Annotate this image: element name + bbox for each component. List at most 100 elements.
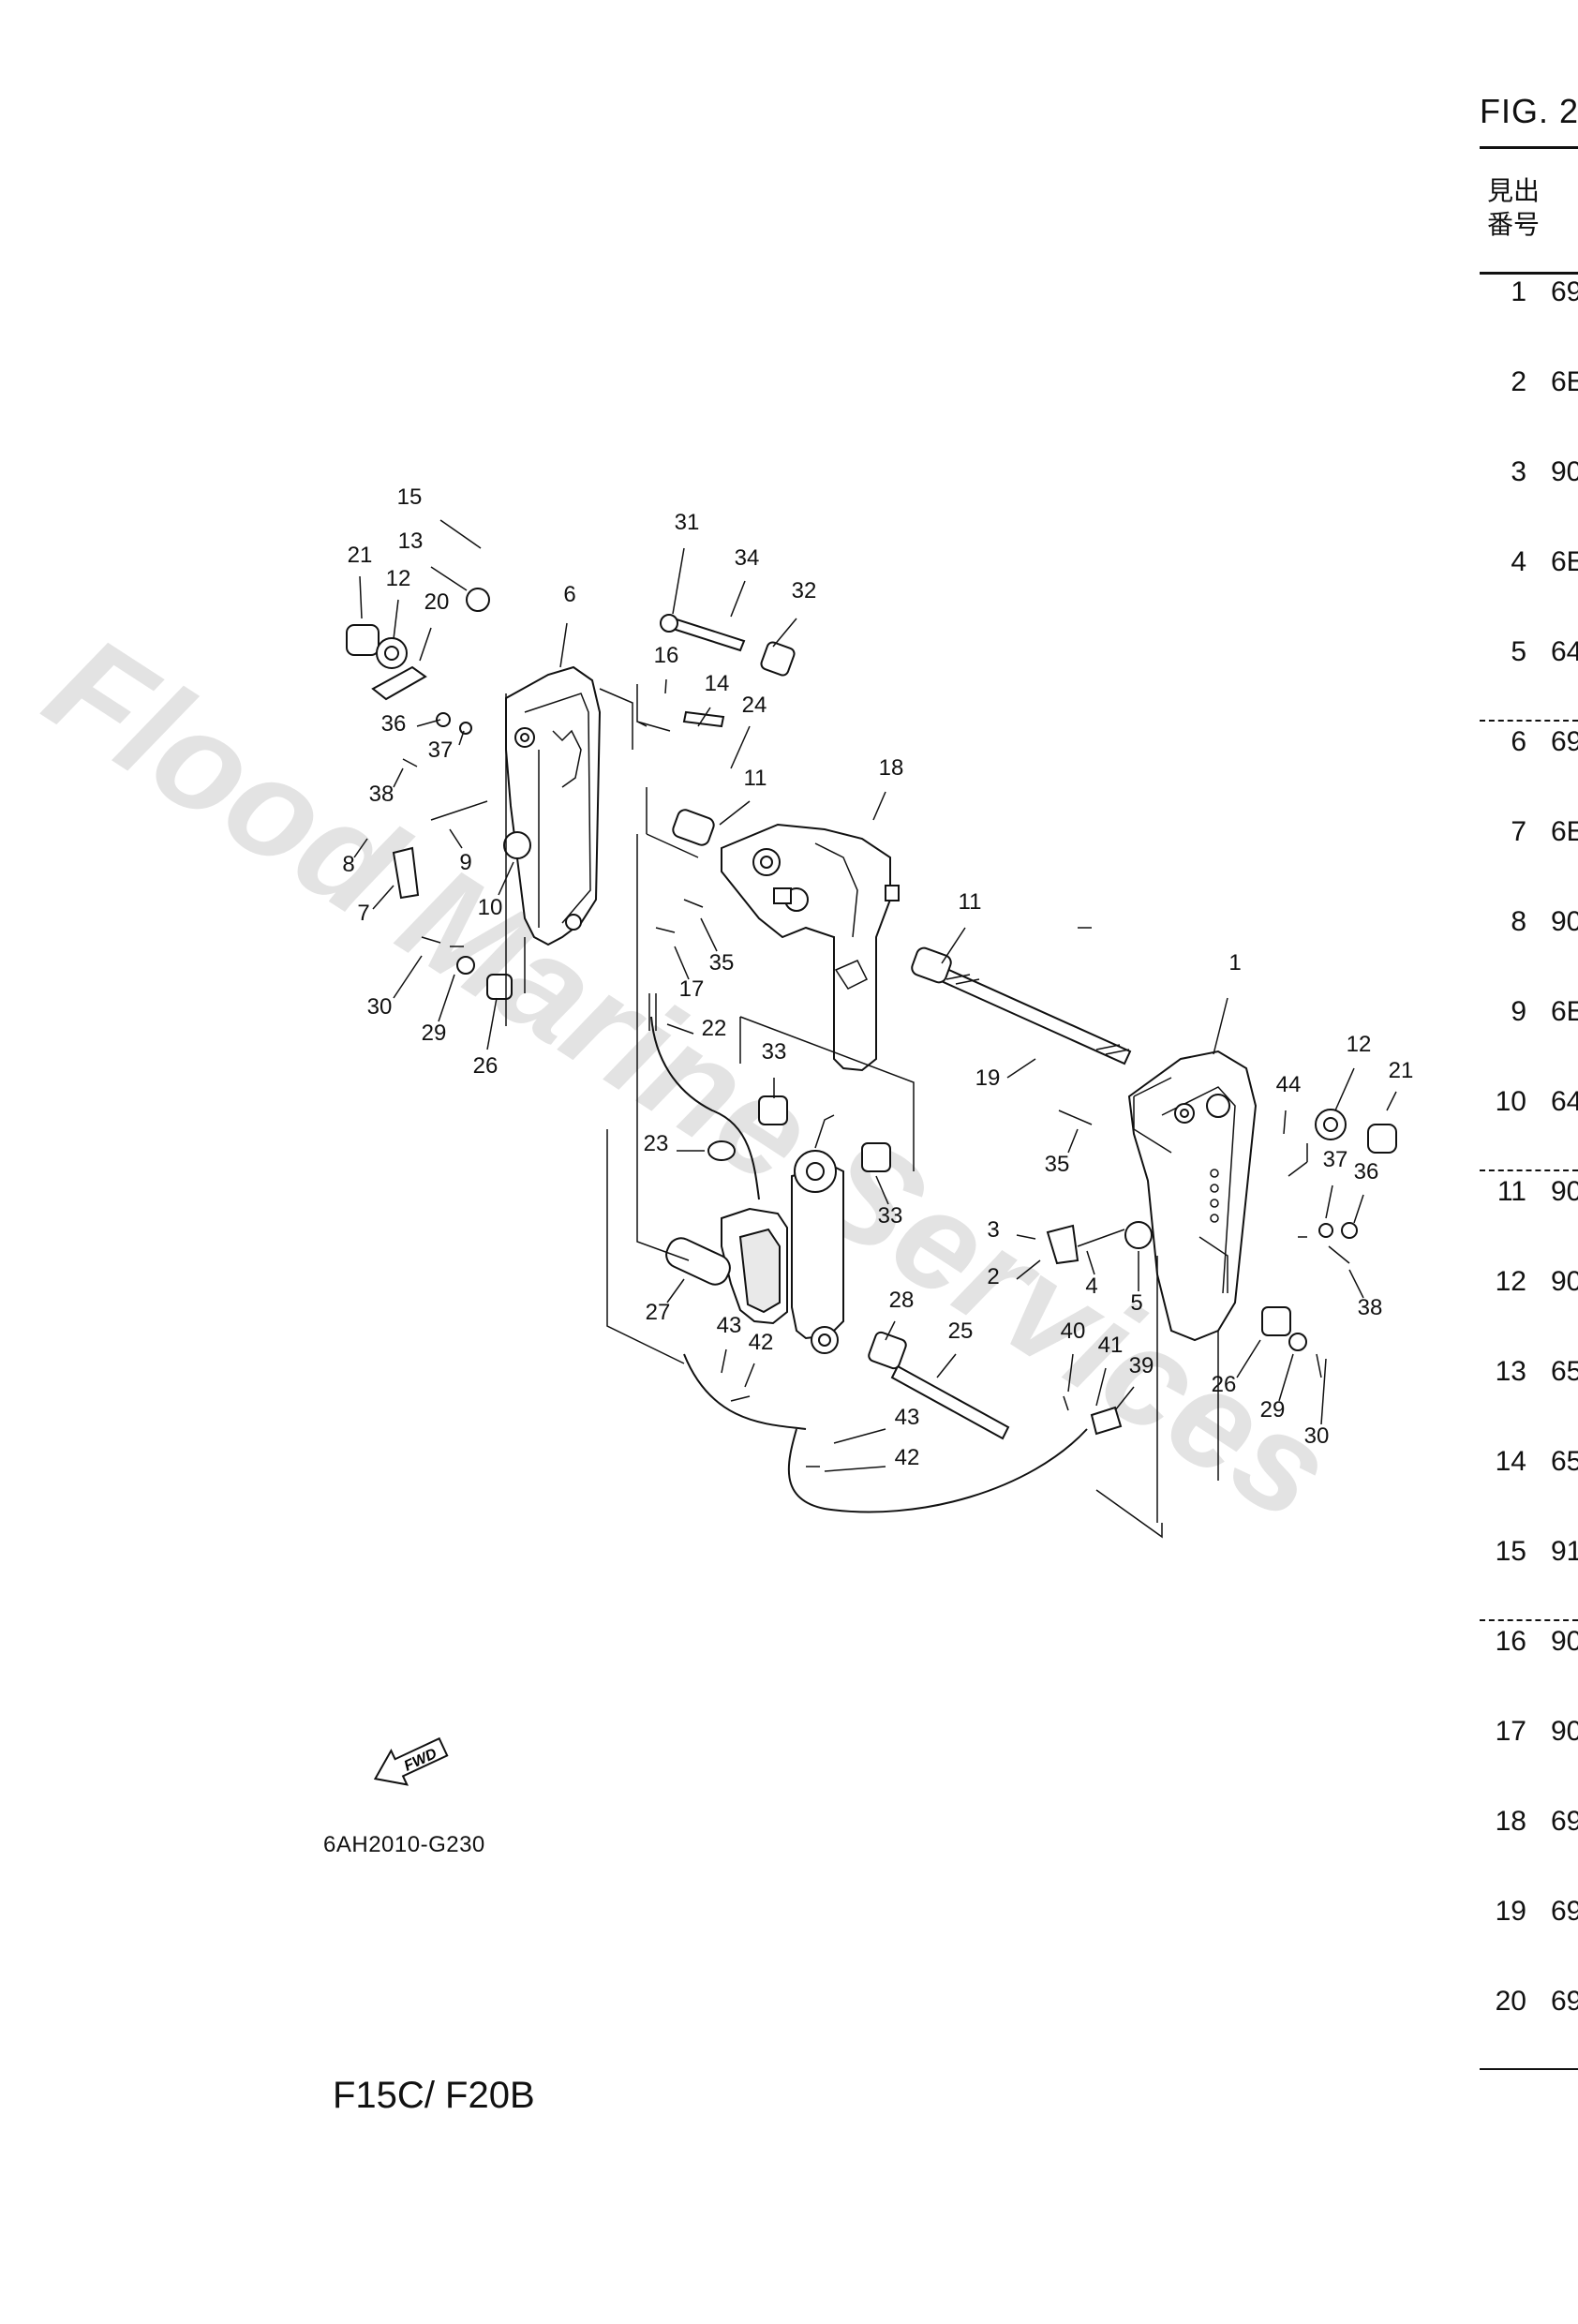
ref-number: 17 (1495, 1716, 1526, 1747)
callout: 35 (700, 917, 735, 976)
callout: 9 (449, 828, 472, 875)
leader-line (1114, 1386, 1135, 1411)
callout: 19 (975, 1058, 1036, 1091)
leader-line (666, 1278, 685, 1304)
callout: 12 (386, 566, 411, 640)
callout: 5 (1130, 1251, 1143, 1316)
callout: 3 (987, 1217, 1036, 1243)
ref-number: 3 (1511, 456, 1526, 487)
callout: 4 (1085, 1250, 1098, 1299)
callout: 15 (397, 484, 482, 549)
leader-line (1386, 1091, 1397, 1111)
leader-line (372, 885, 394, 910)
leader-line (697, 707, 711, 727)
leader-line (1348, 1269, 1364, 1299)
callout-number: 28 (889, 1288, 915, 1313)
model-name: F15C/ F20B (333, 2075, 535, 2116)
callout: 34 (730, 545, 759, 618)
callout-number: 36 (381, 711, 407, 737)
ref-number: 8 (1511, 906, 1526, 937)
header-ref-label-1: 見出 (1487, 176, 1541, 205)
callout: 20 (419, 589, 449, 662)
diagram-code: 6AH2010-G230 (323, 1832, 485, 1857)
bolt-main (668, 617, 746, 652)
wire-harness (650, 1016, 760, 1200)
callout: 18 (872, 755, 903, 821)
part-code: 90 (1551, 1626, 1578, 1657)
ref-number: 2 (1511, 366, 1526, 397)
leader-line (1320, 1358, 1327, 1425)
leader-line (393, 955, 423, 999)
callout: 30 (367, 955, 423, 1020)
callout-number: 11 (959, 889, 982, 915)
leader-line (872, 791, 886, 821)
callout: 39 (1114, 1353, 1154, 1411)
callout-number: 40 (1061, 1318, 1086, 1344)
part-code: 69 (1551, 726, 1578, 757)
leader-line (672, 547, 685, 615)
part-code: 6E (1551, 816, 1578, 847)
part-code: 90 (1551, 906, 1578, 937)
callout-number: 30 (1304, 1423, 1330, 1449)
callout-number: 35 (709, 950, 735, 976)
ref-number: 20 (1495, 1986, 1526, 2017)
leader-line (875, 1175, 889, 1205)
callout-number: 16 (654, 643, 679, 668)
callout: 8 (342, 838, 368, 877)
leader-line (719, 800, 751, 826)
figure-title: FIG. 2 (1480, 92, 1578, 130)
ref-number: 10 (1495, 1086, 1526, 1117)
leader-line (1006, 1058, 1036, 1079)
callout-number: 33 (762, 1039, 787, 1065)
clamp-bracket-left (505, 665, 602, 946)
leader-line (559, 622, 568, 668)
leader-line (772, 618, 797, 648)
ref-number: 12 (1495, 1266, 1526, 1297)
ref-number: 4 (1511, 546, 1526, 577)
leader-line (1016, 1234, 1036, 1240)
callout-number: 29 (1260, 1397, 1286, 1423)
leader-line (936, 1353, 957, 1378)
callout-number: 12 (386, 566, 411, 591)
callout: 28 (885, 1288, 915, 1341)
callout: 10 (478, 861, 514, 920)
part-code: 90 (1551, 1266, 1578, 1297)
callout: 32 (772, 578, 816, 648)
distance-rod (890, 1364, 1010, 1440)
table-bottom-rule (1480, 2068, 1578, 2070)
leader-line (941, 927, 966, 964)
callout-number: 24 (742, 693, 767, 718)
leader-line (430, 566, 468, 591)
callout: 44 (1276, 1072, 1301, 1135)
callout: 25 (936, 1318, 973, 1378)
callout-number: 21 (1389, 1058, 1414, 1083)
callout-number: 13 (398, 529, 424, 554)
callout-number: 2 (987, 1264, 999, 1289)
callout: 38 (369, 767, 404, 807)
leader-line (393, 599, 399, 640)
callout: 27 (646, 1278, 685, 1325)
leader-line (1334, 1067, 1355, 1111)
part-code: 90 (1551, 1176, 1578, 1207)
callout: 37 (1323, 1147, 1347, 1219)
fwd-arrow-icon: FWD (373, 1736, 449, 1786)
leader-line (730, 725, 751, 769)
ref-number: 5 (1511, 636, 1526, 667)
leader-line (449, 828, 463, 849)
part-code: 64 (1551, 636, 1578, 667)
callout: 2 (987, 1259, 1041, 1289)
callout: 29 (422, 974, 455, 1046)
callout-number: 1 (1228, 950, 1241, 976)
callout-number: 42 (749, 1330, 774, 1355)
leader-line (666, 1023, 694, 1035)
callout-number: 26 (473, 1053, 499, 1079)
header-ref-label-2: 番号 (1487, 210, 1541, 239)
leader-line (458, 730, 465, 746)
callout-number: 30 (367, 994, 393, 1020)
callout: 37 (428, 730, 465, 763)
callout: 43 (717, 1313, 741, 1374)
